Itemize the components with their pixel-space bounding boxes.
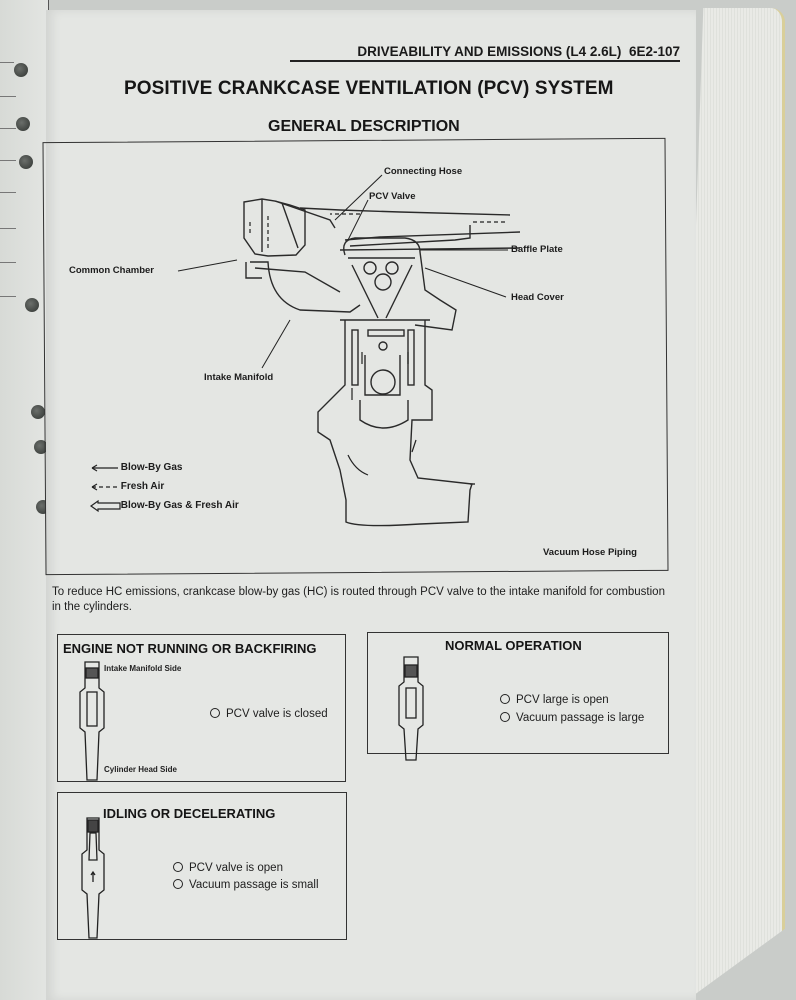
state-item: PCV valve is closed: [210, 708, 328, 720]
ruled-line: [0, 128, 16, 129]
state-idling-or-decelerating: [57, 792, 347, 940]
state-item-text: PCV valve is open: [189, 862, 283, 874]
label-pcv-valve: PCV Valve: [369, 191, 416, 202]
circle-bullet-icon: [500, 712, 510, 722]
ruled-line: [0, 296, 16, 297]
state-title: IDLING OR DECELERATING: [103, 806, 276, 821]
binder-hole: [19, 155, 33, 169]
state-engine-not-running: [57, 634, 346, 782]
binder-hole: [31, 405, 45, 419]
ruled-line: [0, 62, 14, 63]
state-item: PCV large is open: [500, 694, 609, 706]
page-header: DRIVEABILITY AND EMISSIONS (L4 2.6L) 6E2…: [290, 44, 680, 62]
state-title: NORMAL OPERATION: [445, 638, 582, 653]
state-item-text: Vacuum passage is small: [189, 879, 319, 891]
binder-hole: [16, 117, 30, 131]
description-paragraph: To reduce HC emissions, crankcase blow-b…: [52, 586, 665, 613]
section-title: DRIVEABILITY AND EMISSIONS (L4 2.6L): [357, 44, 622, 59]
legend-label: Blow-By Gas: [120, 462, 183, 473]
section-subtitle: GENERAL DESCRIPTION: [268, 118, 460, 135]
label-vacuum-hose-piping: Vacuum Hose Piping: [543, 547, 637, 558]
binder-hole: [14, 63, 28, 77]
state-item: Vacuum passage is small: [173, 879, 319, 891]
state-title: ENGINE NOT RUNNING OR BACKFIRING: [63, 641, 317, 656]
page-number: 6E2-107: [628, 44, 680, 59]
ruled-line: [0, 192, 16, 193]
ruled-line: [0, 228, 16, 229]
binder-hole: [25, 298, 39, 312]
cylinder-head-side-label: Cylinder Head Side: [104, 765, 177, 774]
circle-bullet-icon: [173, 862, 183, 872]
ruled-line: [0, 160, 16, 161]
page-stack-edges: [690, 8, 785, 998]
state-item-text: PCV valve is closed: [226, 708, 328, 720]
state-item-text: Vacuum passage is large: [516, 712, 645, 724]
legend-item-blow-by-gas: Blow-By Gas: [80, 462, 183, 473]
label-baffle-plate: Baffle Plate: [511, 244, 563, 255]
state-item-text: PCV large is open: [516, 694, 609, 706]
binder-hole: [34, 440, 48, 454]
ruled-line: [0, 262, 16, 263]
circle-bullet-icon: [500, 694, 510, 704]
legend-item-fresh-air: Fresh Air: [80, 481, 165, 492]
label-common-chamber: Common Chamber: [69, 265, 154, 276]
circle-bullet-icon: [173, 879, 183, 889]
label-head-cover: Head Cover: [511, 292, 564, 303]
ruled-line: [0, 96, 16, 97]
intake-manifold-side-label: Intake Manifold Side: [104, 664, 182, 673]
legend-item-blow-by-gas-fresh-air: Blow-By Gas & Fresh Air: [80, 500, 239, 511]
label-intake-manifold: Intake Manifold: [204, 372, 274, 383]
legend-label: Blow-By Gas & Fresh Air: [120, 500, 239, 511]
state-item: PCV valve is open: [173, 862, 283, 874]
page-title: POSITIVE CRANKCASE VENTILATION (PCV) SYS…: [124, 78, 614, 99]
label-connecting-hose: Connecting Hose: [384, 166, 463, 177]
circle-bullet-icon: [210, 708, 220, 718]
legend-label: Fresh Air: [120, 481, 165, 492]
state-item: Vacuum passage is large: [500, 712, 644, 724]
